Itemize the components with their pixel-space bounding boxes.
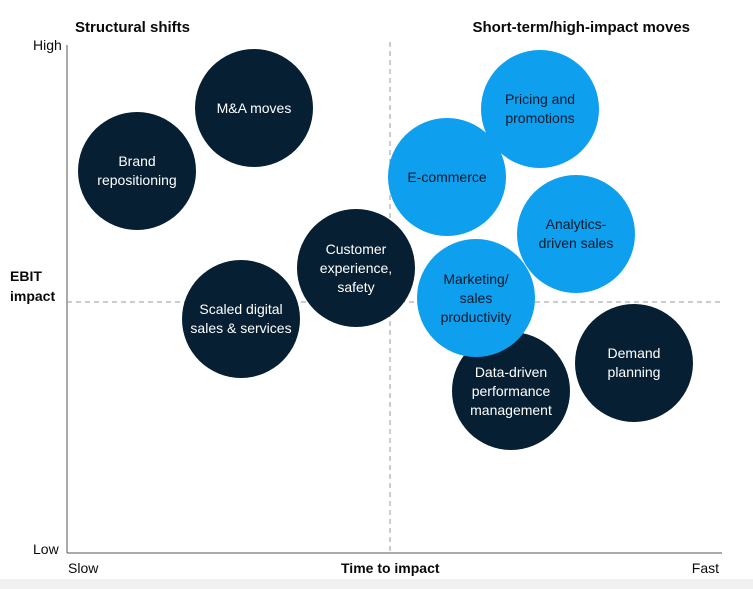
bubble-label: Analytics- driven sales (538, 216, 614, 251)
bubble-analytics-sales: Analytics- driven sales (517, 175, 635, 293)
bubble-label: Scaled digital sales & services (190, 301, 292, 336)
y-axis-low-label: Low (33, 541, 59, 557)
short-term-moves-header: Short-term/high-impact moves (472, 19, 690, 36)
y-axis-high-label: High (33, 37, 62, 53)
bubble-demand-planning: Demand planning (575, 304, 693, 422)
bubble-label: Brand repositioning (97, 153, 177, 188)
bubble-pricing-promotions: Pricing and promotions (481, 50, 599, 168)
bottom-strip (0, 579, 753, 589)
x-axis-slow-label: Slow (68, 560, 99, 576)
bubble-ma-moves: M&A moves (195, 49, 313, 167)
structural-shifts-header: Structural shifts (75, 19, 191, 36)
bubble-label: Marketing/ sales productivity (440, 270, 512, 325)
x-axis-fast-label: Fast (691, 560, 719, 576)
bubble-label: M&A moves (216, 99, 292, 116)
bubble-label: Pricing and promotions (504, 91, 576, 126)
bubble-brand-repositioning: Brand repositioning (78, 112, 196, 230)
bubble-customer-experience: Customer experience, safety (297, 209, 415, 327)
y-axis-title: EBIT impact (10, 268, 56, 304)
bubble-scaled-digital: Scaled digital sales & services (182, 260, 300, 378)
bubble-label: Data-driven performance management (470, 363, 552, 418)
bubble-e-commerce: E-commerce (388, 118, 506, 236)
x-axis-title: Time to impact (341, 560, 440, 576)
bubble-label: E-commerce (407, 168, 487, 185)
bubble-label: Customer experience, safety (319, 240, 393, 295)
bubble-label: Demand planning (607, 345, 661, 380)
bubble-marketing-productivity: Marketing/ sales productivity (417, 239, 535, 357)
